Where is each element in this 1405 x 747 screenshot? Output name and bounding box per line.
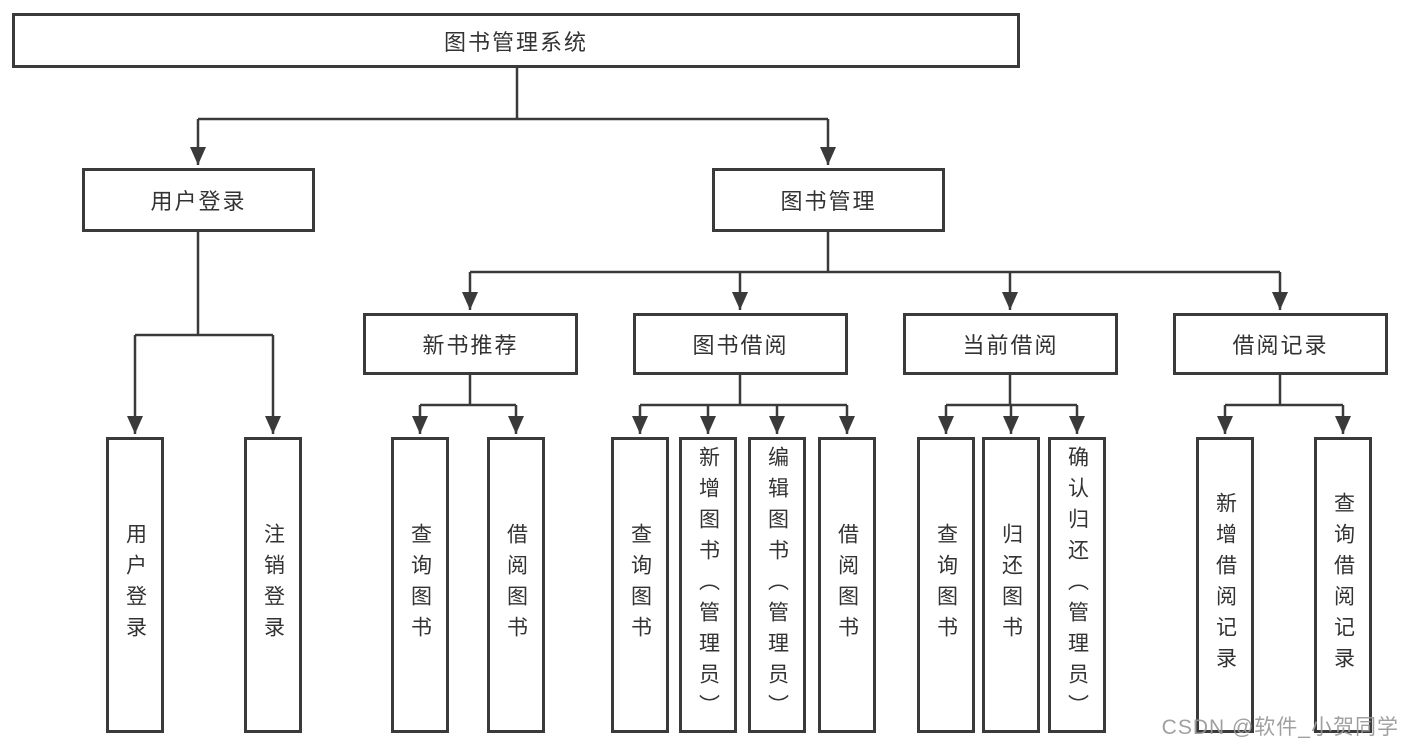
leaf-query-books-current: 查询图书 (917, 437, 975, 733)
leaf-add-borrow-record: 新增借阅记录 (1196, 437, 1254, 733)
node-borrowing-records: 借阅记录 (1173, 313, 1388, 375)
node-book-borrowing: 图书借阅 (633, 313, 848, 375)
watermark: CSDN @软件_小贺同学 (1161, 716, 1399, 739)
node-root-library-management-system: 图书管理系统 (12, 13, 1020, 68)
node-book-management: 图书管理 (712, 168, 945, 232)
connector-new-book-recommend-to-leaves (412, 375, 524, 434)
node-current-borrowing: 当前借阅 (903, 313, 1118, 375)
leaf-user-login: 用户登录 (106, 437, 164, 733)
leaf-query-books-borrowing: 查询图书 (611, 437, 669, 733)
leaf-add-books-admin: 新增图书（管理员） (679, 437, 737, 733)
leaf-query-books-recommend: 查询图书 (391, 437, 449, 733)
leaf-logout: 注销登录 (244, 437, 302, 733)
leaf-edit-books-admin: 编辑图书（管理员） (748, 437, 806, 733)
connector-root-to-level2 (190, 68, 836, 165)
node-user-login: 用户登录 (82, 168, 315, 232)
connector-book-management-to-level3 (462, 232, 1288, 310)
node-new-book-recommend: 新书推荐 (363, 313, 578, 375)
leaf-confirm-return-admin: 确认归还（管理员） (1048, 437, 1106, 733)
leaf-query-borrow-record: 查询借阅记录 (1314, 437, 1372, 733)
connector-current-borrowing-to-leaves (938, 375, 1085, 434)
connector-book-borrowing-to-leaves (632, 375, 855, 434)
connector-borrowing-records-to-leaves (1217, 375, 1351, 434)
leaf-return-books: 归还图书 (982, 437, 1040, 733)
leaf-borrow-books-borrowing: 借阅图书 (818, 437, 876, 733)
leaf-borrow-books-recommend: 借阅图书 (487, 437, 545, 733)
connector-user-login-to-leaves (127, 232, 281, 434)
